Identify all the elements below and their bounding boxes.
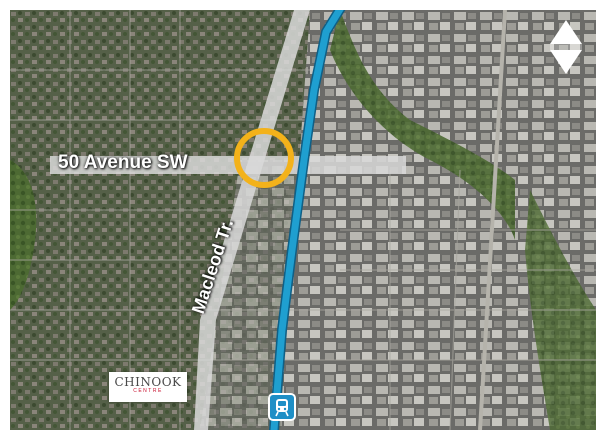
- chinook-centre-logo: CHINOOK CENTRE: [109, 372, 187, 402]
- north-arrow-icon: [549, 18, 583, 76]
- lrt-train-icon[interactable]: [268, 393, 296, 421]
- chinook-logo-sub: CENTRE: [133, 388, 163, 394]
- chinook-logo-name: CHINOOK: [114, 375, 182, 389]
- avenue-label: 50 Avenue SW: [58, 152, 188, 173]
- map-imagery: [10, 10, 596, 430]
